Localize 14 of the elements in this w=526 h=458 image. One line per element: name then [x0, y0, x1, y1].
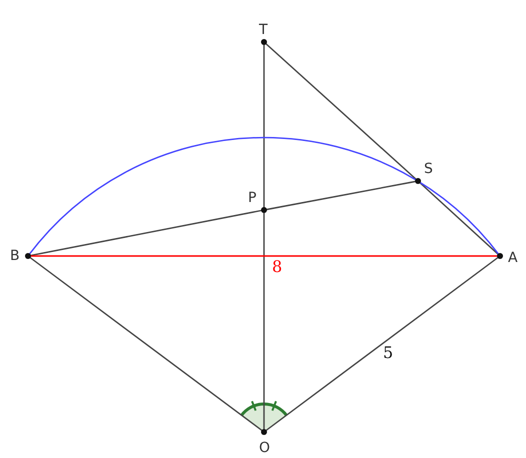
point-label: P [248, 190, 256, 206]
line-segment [263, 42, 265, 210]
point-label: S [424, 161, 433, 177]
line-segment [263, 210, 265, 432]
length-label: 8 [272, 258, 282, 276]
point-label: T [259, 22, 268, 38]
point-label: B [10, 248, 20, 264]
point-label: A [508, 250, 518, 266]
line-segment [264, 255, 500, 433]
arc [27, 137, 501, 256]
line-segment [28, 255, 264, 433]
length-label: 5 [383, 344, 394, 362]
point-label: O [259, 440, 270, 456]
line-segment [28, 255, 500, 257]
